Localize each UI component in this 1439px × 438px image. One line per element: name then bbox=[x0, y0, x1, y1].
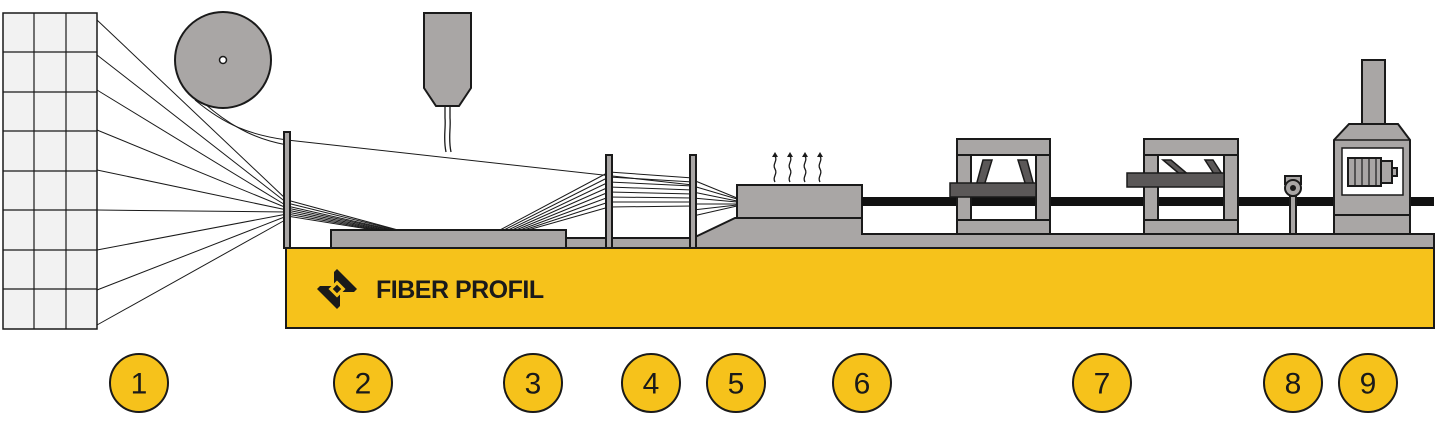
creel-rack bbox=[2, 12, 98, 330]
step-number: 7 bbox=[1094, 368, 1111, 401]
brand-logo-mark bbox=[314, 266, 360, 312]
step-number: 4 bbox=[643, 368, 660, 401]
step-number: 6 bbox=[854, 368, 871, 401]
heated-die bbox=[736, 152, 863, 219]
step-number: 3 bbox=[525, 368, 542, 401]
step-marker-8: 8 bbox=[1263, 353, 1323, 413]
step-circle bbox=[1263, 353, 1323, 413]
heat-arrows bbox=[772, 152, 823, 157]
guide-plate-2 bbox=[605, 154, 613, 249]
step-number: 8 bbox=[1285, 368, 1302, 401]
step-marker-5: 5 bbox=[706, 353, 766, 413]
step-circle bbox=[621, 353, 681, 413]
step-marker-2: 2 bbox=[333, 353, 393, 413]
mat-roll bbox=[174, 11, 288, 146]
step-markers: 1 2 3 4 5 6 7 8 9 bbox=[109, 353, 1398, 413]
puller-unit-1 bbox=[949, 138, 1051, 235]
step-number: 5 bbox=[728, 368, 745, 401]
die-fibers bbox=[692, 179, 738, 217]
guide-plate-3 bbox=[689, 154, 697, 249]
step-number: 1 bbox=[131, 368, 148, 401]
saw bbox=[1284, 175, 1302, 235]
puller-unit-2 bbox=[1126, 138, 1239, 235]
step-marker-4: 4 bbox=[621, 353, 681, 413]
resin-dispenser bbox=[423, 12, 472, 153]
resin-bath-tray bbox=[330, 229, 567, 249]
step-circle bbox=[503, 353, 563, 413]
machine-base bbox=[285, 247, 1435, 329]
step-circle bbox=[832, 353, 892, 413]
cut-unit bbox=[1333, 59, 1411, 235]
step-circle bbox=[1072, 353, 1132, 413]
brand-name: FIBER PROFIL bbox=[376, 276, 544, 304]
bath-fibers-in bbox=[286, 199, 399, 231]
step-circle bbox=[109, 353, 169, 413]
step-marker-9: 9 bbox=[1338, 353, 1398, 413]
step-marker-3: 3 bbox=[503, 353, 563, 413]
step-number: 2 bbox=[355, 368, 372, 401]
step-circle bbox=[1338, 353, 1398, 413]
plate-fibers bbox=[608, 171, 694, 208]
step-circle bbox=[706, 353, 766, 413]
brand-logo: FIBER PROFIL bbox=[314, 266, 544, 312]
creel-fibers bbox=[96, 19, 288, 326]
step-marker-1: 1 bbox=[109, 353, 169, 413]
guide-plate-1 bbox=[283, 131, 291, 249]
step-marker-7: 7 bbox=[1072, 353, 1132, 413]
step-number: 9 bbox=[1360, 368, 1377, 401]
step-marker-6: 6 bbox=[832, 353, 892, 413]
bath-fibers-out bbox=[499, 171, 610, 231]
step-circle bbox=[333, 353, 393, 413]
